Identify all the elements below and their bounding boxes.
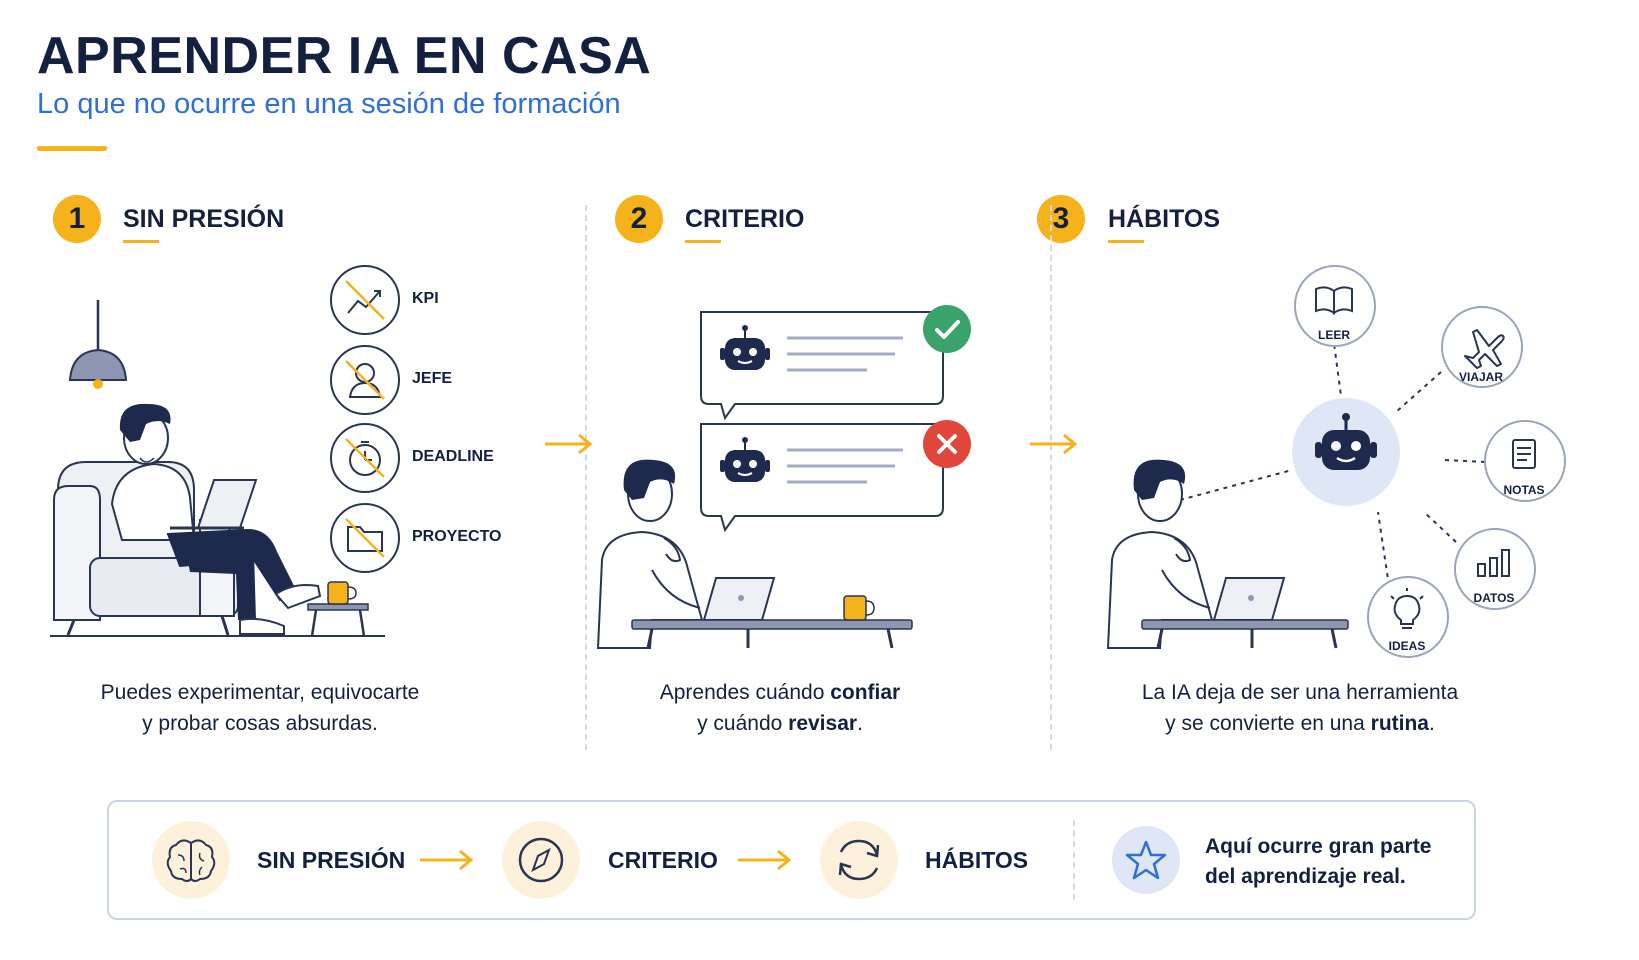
boss-icon	[345, 360, 385, 400]
relaxed-person-illustration	[50, 300, 385, 637]
bulb-icon	[1390, 588, 1424, 629]
step-1-badge: 1	[53, 195, 101, 243]
section-1-title: SIN PRESIÓN	[123, 205, 285, 233]
kpi-chart-icon	[345, 280, 385, 320]
section-3-caption-line2-text: y se convierte en una	[1165, 712, 1371, 735]
section-2-caption: Aprendes cuándo confiar y cuándo revisar…	[570, 677, 990, 739]
column-divider-1	[585, 205, 587, 750]
section-3-underline	[1108, 240, 1144, 243]
summary-highlight	[1112, 826, 1180, 894]
habit-data-label: DATOS	[1473, 591, 1515, 605]
summary-step-1	[152, 821, 230, 899]
section-2-caption-line1-text: Aprendes cuándo	[659, 681, 831, 704]
section-3-title: HÁBITOS	[1108, 205, 1221, 233]
section-1-caption-line2: y probar cosas absurdas.	[142, 712, 378, 735]
section-2-caption-period: .	[857, 712, 863, 735]
refresh-icon	[838, 839, 880, 881]
section-3-caption: La IA deja de ser una herramienta y se c…	[1080, 677, 1520, 739]
deadline-option	[330, 423, 400, 493]
lamp-icon	[68, 300, 128, 389]
habit-read	[1294, 265, 1376, 347]
habit-travel	[1441, 306, 1523, 388]
ai-hub	[1292, 398, 1400, 506]
cross-icon	[937, 434, 957, 454]
folder-icon	[345, 518, 385, 558]
summary-note-line2: del aprendizaje real.	[1205, 865, 1406, 888]
summary-box	[107, 800, 1476, 920]
robot-icon	[1315, 413, 1377, 470]
habit-ideas-label: IDEAS	[1388, 639, 1426, 653]
section-2-underline	[685, 240, 721, 243]
summary-step-3-label: HÁBITOS	[925, 847, 1029, 873]
section-3-caption-period: .	[1428, 712, 1435, 735]
notes-icon	[1512, 439, 1536, 469]
section-2-title: CRITERIO	[685, 205, 805, 233]
compass-icon	[518, 837, 564, 883]
section-3-caption-line1: La IA deja de ser una herramienta	[1141, 681, 1459, 704]
thinking-person-illustration	[596, 459, 913, 649]
check-icon	[935, 320, 960, 339]
title-underline	[37, 146, 107, 151]
ai-answer-correct-bubble	[700, 311, 944, 420]
habit-ideas	[1367, 576, 1449, 658]
section-1-underline	[123, 240, 159, 243]
habit-data	[1454, 528, 1536, 610]
summary-arrow-2-icon	[738, 849, 792, 871]
summary-step-2-label: CRITERIO	[608, 847, 718, 873]
page-subtitle: Lo que no ocurre en una sesión de formac…	[37, 88, 621, 120]
kpi-label: KPI	[412, 290, 439, 307]
habit-notes-label: NOTAS	[1503, 483, 1545, 497]
section-2-caption-revisar: revisar	[788, 712, 858, 735]
section-2-caption-line2-text: y cuándo	[697, 712, 789, 735]
summary-step-1-label: SIN PRESIÓN	[257, 847, 406, 873]
step-3-badge: 3	[1037, 195, 1085, 243]
habit-notes	[1484, 420, 1566, 502]
project-label: PROYECTO	[412, 528, 502, 545]
wrong-badge	[923, 420, 971, 468]
column-divider-2	[1050, 205, 1052, 750]
person-with-laptop-illustration	[1106, 459, 1349, 649]
flow-arrow-2-icon	[1030, 433, 1078, 455]
summary-step-3	[820, 821, 898, 899]
habit-read-label: LEER	[1317, 328, 1350, 342]
flow-arrow-1-icon	[545, 433, 593, 455]
summary-arrow-1-icon	[420, 849, 474, 871]
summary-note-line1: Aquí ocurre gran parte	[1205, 835, 1432, 858]
bar-chart-icon	[1477, 549, 1510, 577]
brain-icon	[166, 839, 216, 882]
ai-answer-wrong-bubble	[700, 423, 944, 532]
section-1-caption: Puedes experimentar, equivocarte y proba…	[60, 677, 460, 739]
deadline-label: DEADLINE	[412, 448, 494, 465]
robot-icon	[720, 437, 770, 482]
robot-icon	[720, 325, 770, 370]
section-2-caption-confiar: confiar	[830, 681, 901, 704]
star-icon	[1125, 840, 1167, 880]
boss-label: JEFE	[412, 370, 453, 387]
habit-travel-label: VIAJAR	[1458, 370, 1503, 384]
kpi-option	[330, 265, 400, 335]
summary-note: Aquí ocurre gran parte del aprendizaje r…	[1205, 832, 1431, 892]
section-3-caption-rutina: rutina	[1370, 712, 1429, 735]
page-title: APRENDER IA EN CASA	[37, 27, 652, 85]
summary-divider	[1073, 820, 1075, 900]
section-1-caption-line1: Puedes experimentar, equivocarte	[100, 681, 420, 704]
clock-icon	[345, 438, 385, 478]
habit-network-connectors	[1179, 335, 1486, 587]
book-icon	[1315, 286, 1353, 315]
plane-icon	[1464, 329, 1505, 369]
summary-step-2	[502, 821, 580, 899]
boss-option	[330, 345, 400, 415]
project-option	[330, 503, 400, 573]
step-2-badge: 2	[615, 195, 663, 243]
correct-badge	[923, 305, 971, 353]
